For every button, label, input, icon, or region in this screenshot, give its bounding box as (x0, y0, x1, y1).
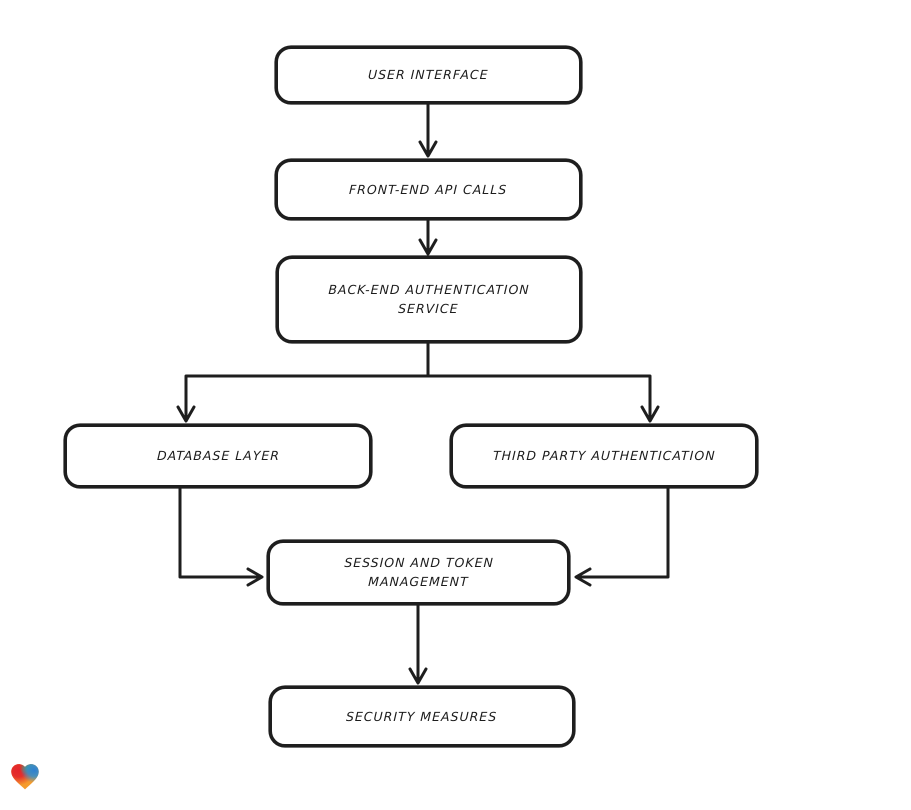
node-back-end-authentication-service[interactable]: BACK-END AUTHENTICATION SERVICE (276, 256, 582, 343)
node-third-party-authentication[interactable]: THIRD PARTY AUTHENTICATION (450, 424, 758, 488)
edge-database-layer-to-session-and-token-management (178, 486, 264, 587)
node-front-end-api-calls-label: FRONT-END API CALLS (349, 181, 508, 197)
node-security-measures[interactable]: SECURITY MEASURES (269, 686, 575, 747)
edge-user-interface-to-front-end-api-calls (418, 102, 438, 158)
edge-session-and-token-management-to-security-measures (408, 603, 428, 685)
node-session-and-token-management-label: SESSION AND TOKEN MANAGEMENT (343, 555, 494, 590)
node-database-layer-label: DATABASE LAYER (156, 448, 280, 464)
node-user-interface-label: USER INTERFACE (367, 67, 490, 83)
heart-gradient-logo[interactable] (8, 760, 42, 793)
node-third-party-authentication-label: THIRD PARTY AUTHENTICATION (492, 448, 716, 464)
node-database-layer[interactable]: DATABASE LAYER (64, 424, 372, 488)
node-security-measures-label: SECURITY MEASURES (346, 708, 498, 724)
heart-icon (11, 764, 39, 790)
node-front-end-api-calls[interactable]: FRONT-END API CALLS (275, 159, 582, 220)
edge-third-party-authentication-to-session-and-token-management (574, 486, 670, 587)
edge-back-end-authentication-service-to-third-party-authentication (426, 341, 660, 423)
edge-back-end-authentication-service-to-database-layer (176, 341, 430, 423)
node-back-end-authentication-service-label: BACK-END AUTHENTICATION SERVICE (328, 282, 531, 317)
node-session-and-token-management[interactable]: SESSION AND TOKEN MANAGEMENT (267, 540, 570, 605)
node-user-interface[interactable]: USER INTERFACE (275, 46, 582, 104)
edge-front-end-api-calls-to-back-end-authentication-service (418, 219, 438, 256)
